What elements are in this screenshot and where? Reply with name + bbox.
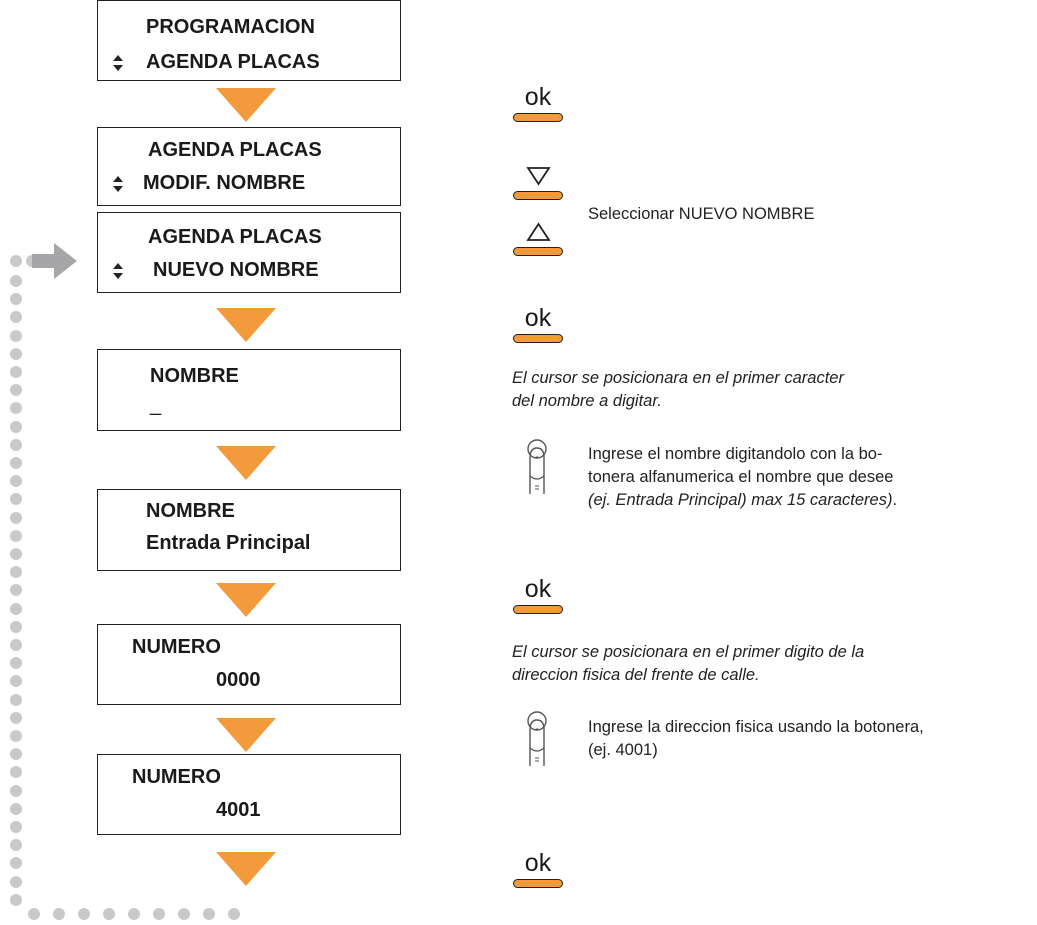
- loop-dot: [78, 908, 90, 920]
- ok-button[interactable]: ok: [513, 575, 563, 615]
- loop-dot: [153, 908, 165, 920]
- loop-dot: [10, 330, 22, 342]
- loop-dot: [28, 908, 40, 920]
- loop-dot: [10, 384, 22, 396]
- flow-arrow-down: [216, 852, 276, 886]
- loop-dot: [10, 785, 22, 797]
- loop-dot: [10, 748, 22, 760]
- ok-label: ok: [524, 83, 552, 111]
- flow-arrow-down: [216, 583, 276, 617]
- loop-dot: [10, 894, 22, 906]
- loop-dot: [10, 439, 22, 451]
- lcd-line-1: NUMERO: [132, 766, 221, 788]
- enter-name-note: Ingrese el nombre digitandolo con la bo-…: [588, 445, 898, 509]
- loop-dot: [10, 402, 22, 414]
- loop-dot: [10, 512, 22, 524]
- loop-dot: [10, 803, 22, 815]
- loop-dot: [10, 639, 22, 651]
- cursor-name-note: El cursor se posicionara en el primer ca…: [512, 369, 844, 410]
- down-button[interactable]: [513, 166, 563, 206]
- lcd-line-2: 4001: [216, 799, 261, 821]
- lcd-line-1: AGENDA PLACAS: [148, 226, 322, 248]
- loop-dot: [10, 366, 22, 378]
- ok-button[interactable]: ok: [513, 304, 563, 344]
- loop-dot: [10, 475, 22, 487]
- loop-dot: [53, 908, 65, 920]
- up-down-arrows-icon: [113, 263, 123, 279]
- lcd-screen-numero-0000: NUMERO 0000: [97, 624, 401, 705]
- lcd-screen-nuevo-nombre: AGENDA PLACAS NUEVO NOMBRE: [97, 212, 401, 293]
- loop-dot: [10, 293, 22, 305]
- lcd-line-1: PROGRAMACION: [146, 16, 315, 38]
- loop-dot: [10, 457, 22, 469]
- loop-dot: [128, 908, 140, 920]
- loop-dot: [10, 694, 22, 706]
- finger-press-icon: [527, 439, 547, 494]
- finger-press-icon: [527, 711, 547, 766]
- cursor-address-note: El cursor se posicionara en el primer di…: [512, 643, 865, 684]
- loop-dot: [10, 311, 22, 323]
- flow-arrow-down: [216, 718, 276, 752]
- loop-dot: [228, 908, 240, 920]
- up-down-arrows-icon: [113, 55, 123, 71]
- loop-dot: [10, 839, 22, 851]
- up-down-arrows-icon: [113, 176, 123, 192]
- flow-arrow-down: [216, 308, 276, 342]
- loop-dot: [10, 730, 22, 742]
- lcd-line-1: AGENDA PLACAS: [148, 139, 322, 161]
- loop-arrow-icon: [32, 243, 77, 279]
- lcd-cursor: _: [150, 394, 162, 416]
- lcd-screen-modif-nombre: AGENDA PLACAS MODIF. NOMBRE: [97, 127, 401, 206]
- loop-dot: [10, 255, 22, 267]
- ok-button[interactable]: ok: [513, 849, 563, 889]
- loop-dot: [10, 675, 22, 687]
- up-triangle-icon: [526, 222, 551, 241]
- lcd-screen-numero-4001: NUMERO 4001: [97, 754, 401, 835]
- up-button[interactable]: [513, 222, 563, 262]
- lcd-line-1: NOMBRE: [146, 500, 235, 522]
- flow-arrow-down: [216, 88, 276, 122]
- down-triangle-icon: [526, 167, 551, 186]
- ok-label: ok: [524, 304, 552, 332]
- lcd-screen-programacion: PROGRAMACION AGENDA PLACAS: [97, 0, 401, 81]
- loop-dot: [10, 857, 22, 869]
- loop-dot: [10, 348, 22, 360]
- loop-dot: [10, 584, 22, 596]
- lcd-line-2: MODIF. NOMBRE: [143, 172, 306, 194]
- lcd-screen-nombre-filled: NOMBRE Entrada Principal: [97, 489, 401, 571]
- lcd-line-2: AGENDA PLACAS: [146, 51, 320, 73]
- ok-label: ok: [524, 575, 552, 603]
- lcd-line-1: NOMBRE: [150, 365, 239, 387]
- loop-dot: [10, 548, 22, 560]
- loop-dot: [10, 821, 22, 833]
- lcd-line-2: Entrada Principal: [146, 532, 311, 554]
- loop-dot: [10, 566, 22, 578]
- ok-label: ok: [524, 849, 552, 877]
- loop-dot: [10, 493, 22, 505]
- loop-dot: [10, 603, 22, 615]
- loop-dot: [178, 908, 190, 920]
- loop-dot: [203, 908, 215, 920]
- loop-dot: [10, 876, 22, 888]
- lcd-screen-nombre-empty: NOMBRE _: [97, 349, 401, 431]
- loop-dot: [10, 421, 22, 433]
- loop-dot: [10, 712, 22, 724]
- lcd-line-2: 0000: [216, 669, 261, 691]
- loop-dot: [10, 766, 22, 778]
- loop-dot: [10, 657, 22, 669]
- loop-dot: [10, 530, 22, 542]
- loop-dot: [10, 621, 22, 633]
- enter-address-note: Ingrese la direccion fisica usando la bo…: [588, 718, 924, 759]
- flow-arrow-down: [216, 446, 276, 480]
- lcd-line-2: NUEVO NOMBRE: [153, 259, 319, 281]
- ok-button[interactable]: ok: [513, 83, 563, 123]
- lcd-line-1: NUMERO: [132, 636, 221, 658]
- loop-dot: [103, 908, 115, 920]
- loop-dot: [10, 275, 22, 287]
- select-new-name-note: Seleccionar NUEVO NOMBRE: [588, 205, 815, 223]
